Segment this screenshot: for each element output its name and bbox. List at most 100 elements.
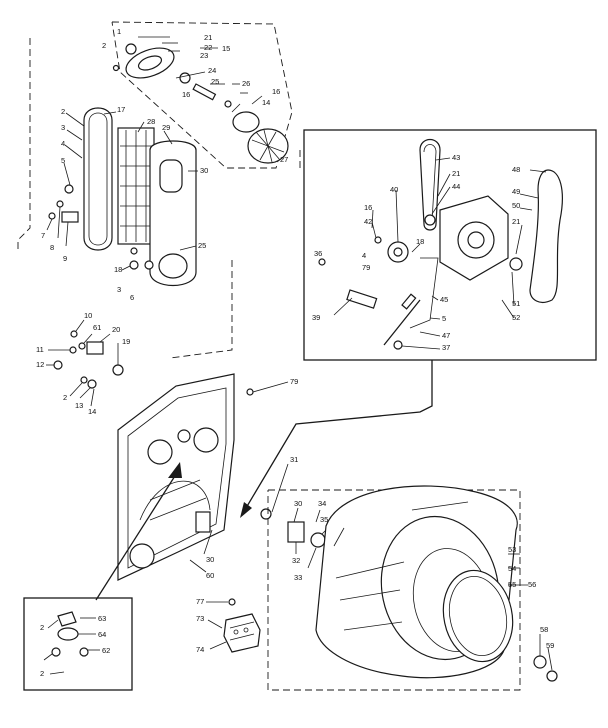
strike-part [57,611,77,627]
bulkhead-hole [129,543,155,569]
bulkhead-hole [147,439,173,465]
callout-25b: 25 [198,241,206,250]
bulkhead-hole [177,429,191,443]
nut-part [78,342,86,350]
washer-part [87,379,97,389]
callout-22: 22 [204,43,212,52]
callout-28: 28 [147,117,155,126]
screw-part [64,184,74,194]
screw-part [246,388,254,396]
callout-35: 35 [320,515,328,524]
terminal-block-assembly: 77 73 74 [196,597,261,654]
callout-50: 50 [512,201,520,210]
screw-part [69,346,77,354]
callout-11: 11 [36,345,44,354]
callout-30b: 30 [206,555,214,564]
callout-39: 39 [312,313,320,322]
callout-10: 10 [84,311,92,320]
callout-44: 44 [452,182,460,191]
callout-61: 61 [93,323,101,332]
callout-3: 3 [61,123,65,132]
callout-18b: 18 [416,237,424,246]
bracket-part [61,211,79,223]
callout-2c: 2 [63,393,67,402]
drum-belt [529,169,563,303]
door-switch-frame [23,597,133,691]
callout-14b: 14 [88,407,96,416]
screw-part [80,376,88,384]
callout-25: 25 [211,77,219,86]
callout-49: 49 [512,187,520,196]
door-switch-inset: 63 64 62 2 2 [23,462,182,691]
terminal-block [223,613,261,653]
callout-21c: 21 [512,217,520,226]
callout-16c: 16 [364,203,372,212]
spring-rod [383,299,421,346]
shaft-part [192,83,217,101]
fan-disc [232,111,260,133]
thermostat [195,511,211,533]
nut-part [129,260,139,270]
switch-button [79,647,89,657]
drum-roller [310,532,326,548]
belt [83,107,113,251]
callout-42: 42 [364,217,372,226]
callout-29: 29 [162,123,170,132]
callout-24: 24 [208,66,216,75]
callout-59: 59 [546,641,554,650]
drum-front-parts: 31 30 34 35 32 33 [260,455,333,582]
callout-2e: 2 [40,669,44,678]
callout-4: 4 [61,139,65,148]
callout-30c: 30 [294,499,302,508]
drum-seal [442,569,514,663]
pulley-part [424,214,436,226]
callout-43: 43 [452,153,460,162]
drum-glide [533,655,547,669]
screw-part [70,330,78,338]
inset-frame [303,129,597,361]
callout-8: 8 [50,243,54,252]
glide-cap [546,670,558,682]
screw-part [318,258,326,266]
callout-77: 77 [196,597,204,606]
callout-33: 33 [294,573,302,582]
callout-30: 30 [200,166,208,175]
callout-79b: 79 [290,377,298,386]
callout-63: 63 [98,614,106,623]
callout-47: 47 [442,331,450,340]
callout-16b: 16 [182,90,190,99]
callout-40: 40 [390,185,398,194]
callout-51: 51 [512,299,520,308]
callout-19: 19 [122,337,130,346]
screw-part [374,236,382,244]
callout-60: 60 [206,571,214,580]
switch-parts-cluster: 10 61 20 19 11 12 2 13 14 [36,311,130,416]
bearing-part [179,72,191,84]
callout-18: 18 [114,265,122,274]
clamp-part [125,43,137,55]
callout-58: 58 [540,625,548,634]
inset-leader [240,360,433,518]
callout-21b: 21 [452,169,460,178]
switch-knob [112,364,124,376]
callout-55: 55 [508,580,516,589]
callout-62: 62 [102,646,110,655]
bulkhead-hole [193,427,219,453]
drum-assembly: 53 54 55 56 58 59 [267,485,558,691]
callout-15: 15 [222,44,230,53]
callout-16: 16 [272,87,280,96]
duct-opening-bottom [158,253,188,279]
callout-6: 6 [130,293,134,302]
callout-48: 48 [512,165,520,174]
callout-1: 1 [117,27,121,36]
callout-26: 26 [242,79,250,88]
duct-opening-top [159,159,183,193]
callout-5: 5 [61,156,65,165]
blower-assembly-outline [111,21,293,169]
callout-73: 73 [196,614,204,623]
callout-34: 34 [318,499,326,508]
idler-belt [419,138,441,231]
callout-36: 36 [314,249,322,258]
